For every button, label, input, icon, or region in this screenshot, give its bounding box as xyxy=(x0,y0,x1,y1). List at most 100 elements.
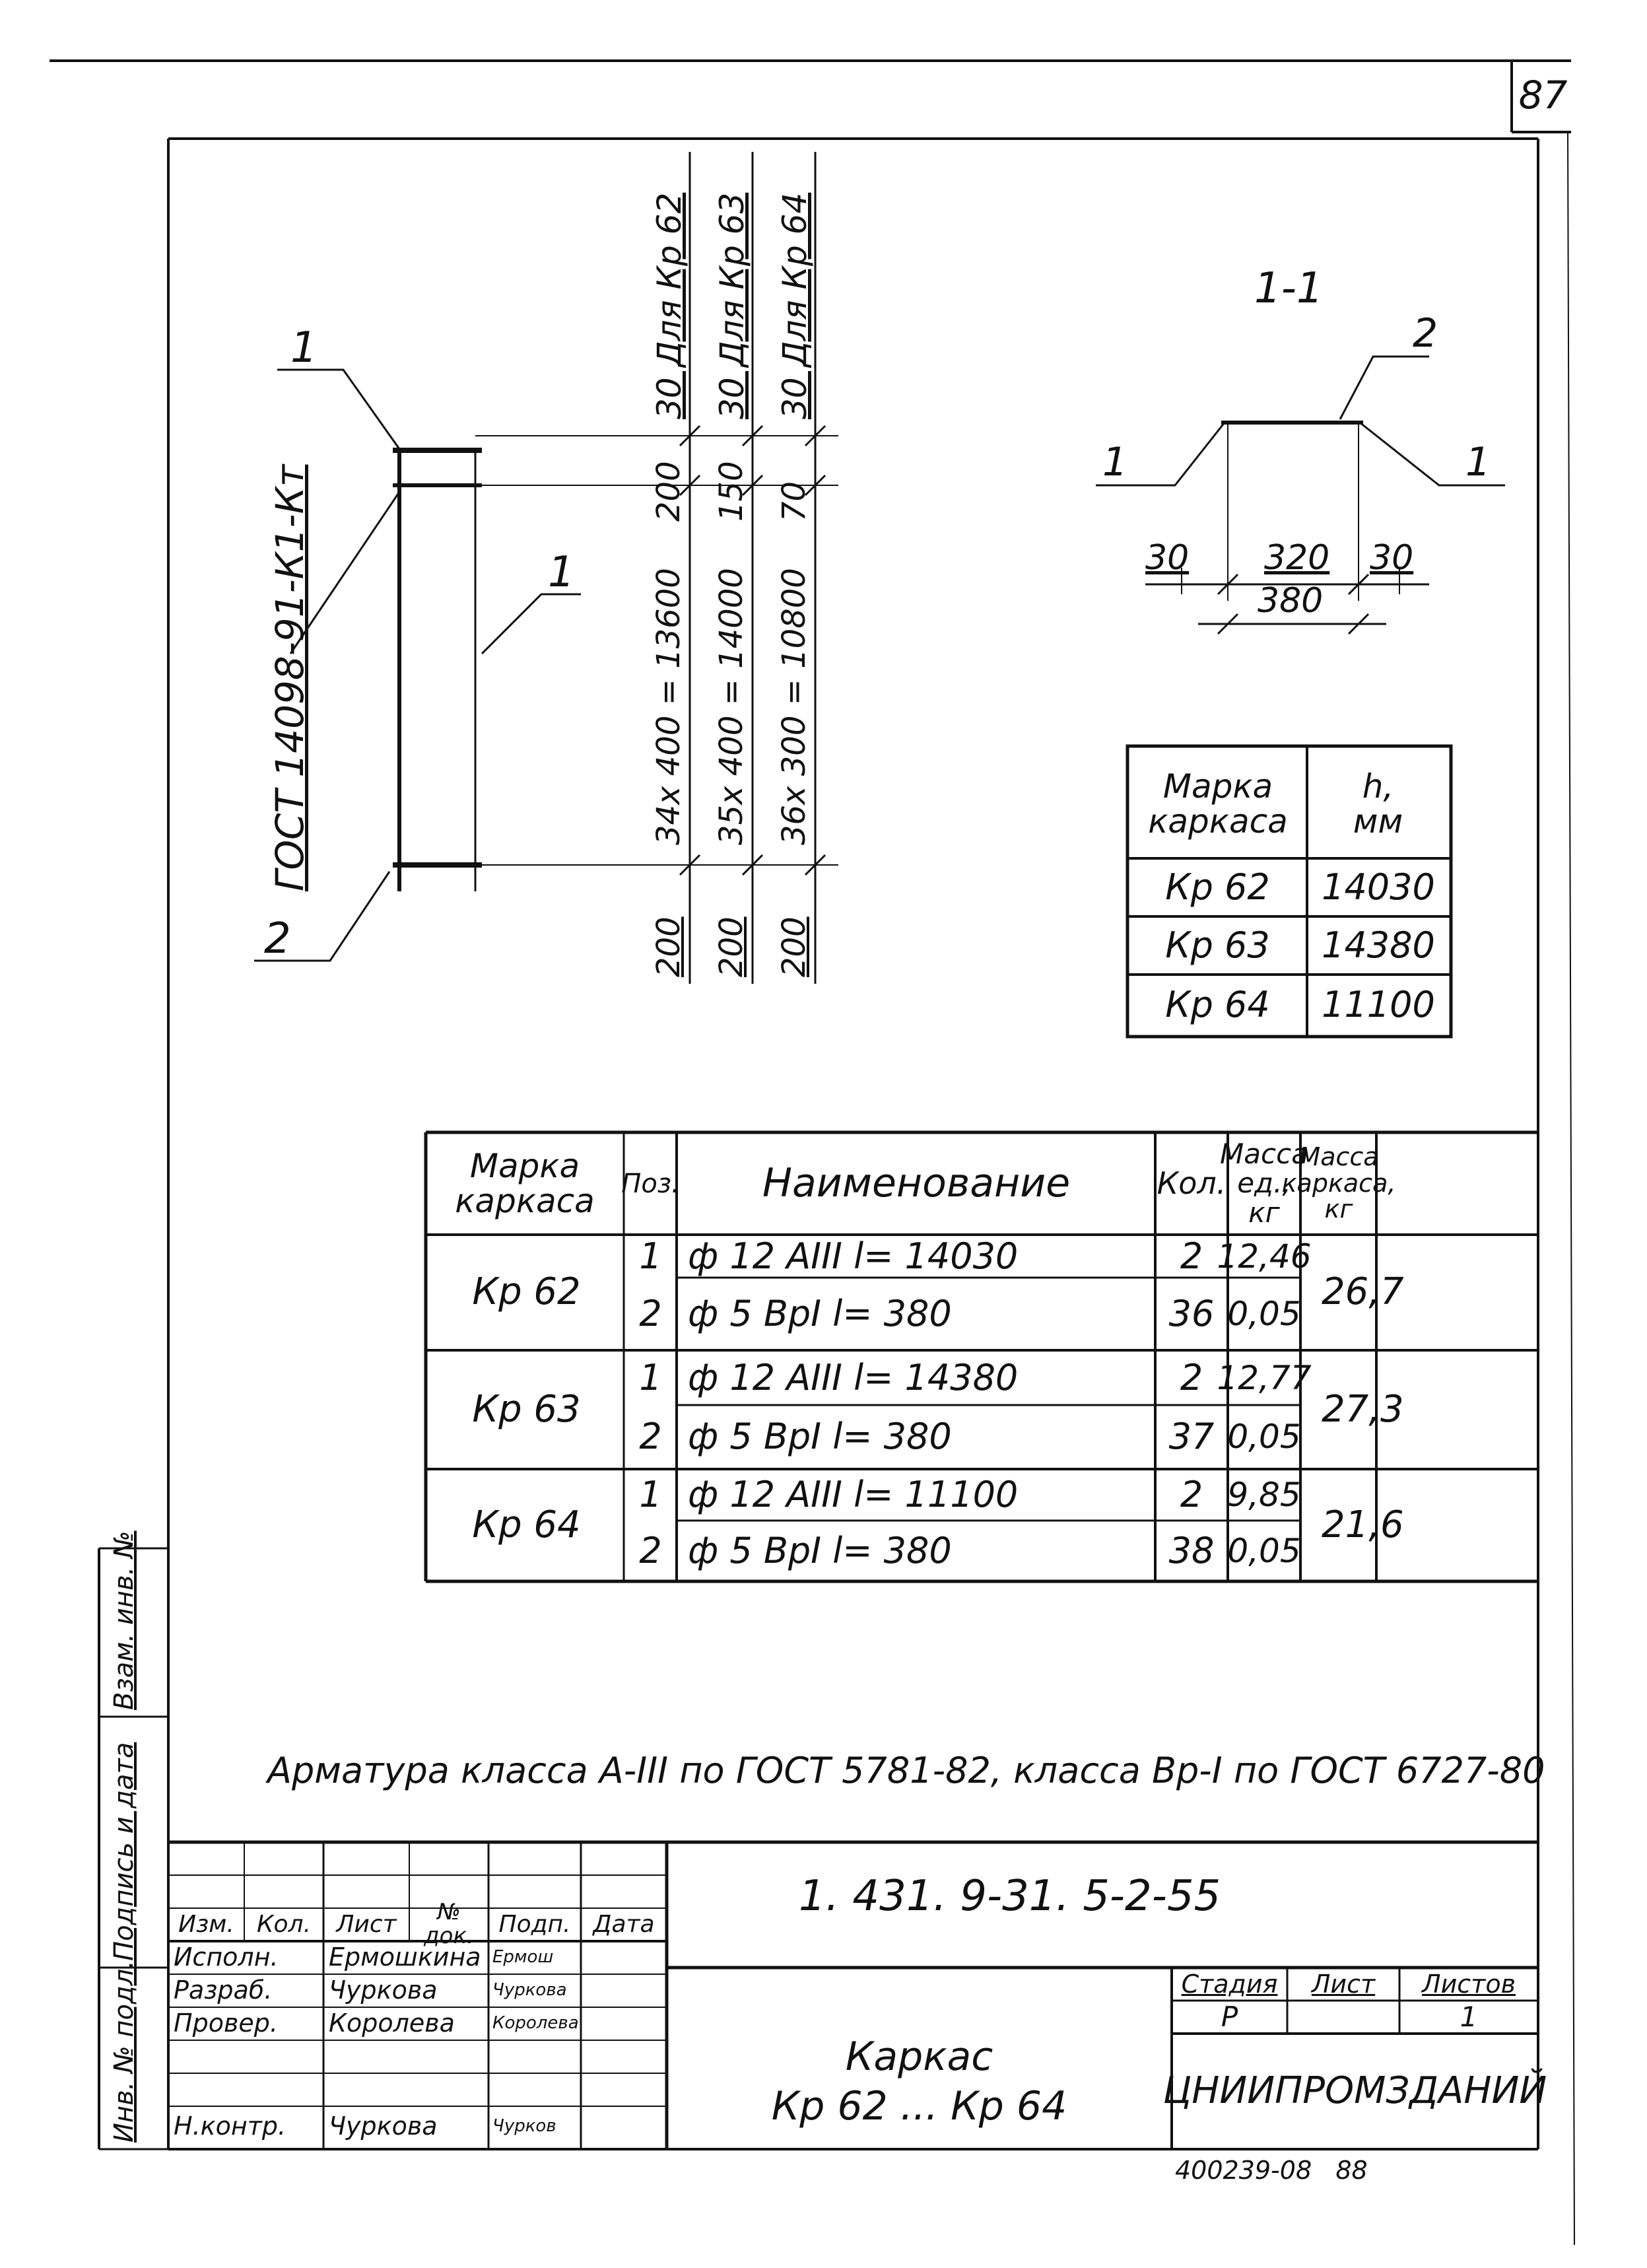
dim-top-kr63: 30 Для Кр 63 xyxy=(713,192,751,419)
spec-mark-kr62: Кр 62 xyxy=(472,1270,581,1313)
spec-header-mass-unit: Масса ед., кг xyxy=(1220,1138,1308,1229)
spec-pos: 2 xyxy=(639,1416,662,1458)
tb-header-col: Лист xyxy=(336,1911,397,1939)
dim-top-kr64: 30 Для Кр 64 xyxy=(776,192,814,419)
dim-bottom-kr62: 200 xyxy=(650,916,687,977)
spec-pos: 1 xyxy=(639,1235,662,1277)
section-dim-middle: 320 xyxy=(1264,538,1330,578)
spec-mass: 0,05 xyxy=(1227,1531,1301,1570)
spec-name: ф 12 АIII l= 14030 xyxy=(688,1235,1019,1277)
spec-qty: 36 xyxy=(1168,1292,1215,1334)
dim-space-kr63: 150 xyxy=(713,461,750,522)
section-dim-left: 30 xyxy=(1145,538,1190,578)
spec-total-kr62: 26,7 xyxy=(1322,1270,1404,1313)
spec-header-mass-total: Масса каркаса, кг xyxy=(1281,1142,1396,1224)
tb-header-col: № док. xyxy=(424,1899,474,1949)
dim-bottom-kr63: 200 xyxy=(713,916,750,977)
spec-mass: 12,46 xyxy=(1217,1237,1312,1276)
dim-mid-kr62: 34х 400 = 13600 xyxy=(650,568,687,845)
h-table-header-h: h, мм xyxy=(1353,767,1403,841)
tb-role: Исполн. xyxy=(174,1942,279,1972)
tb-sheets-value: 1 xyxy=(1460,2000,1478,2033)
side-stamp-replaced: Взам. инв. № xyxy=(109,1530,139,1710)
tb-person-name: Ермошкина xyxy=(329,1942,481,1972)
spec-pos: 2 xyxy=(639,1529,662,1571)
spec-name: ф 5 ВрI l= 380 xyxy=(688,1416,952,1458)
h-table-h-kr63: 14380 xyxy=(1322,924,1435,966)
h-table-header-mark: Марка каркаса xyxy=(1148,767,1288,841)
spec-name: ф 12 АIII l= 11100 xyxy=(688,1474,1019,1516)
spec-qty: 2 xyxy=(1180,1235,1203,1277)
section-dim-right: 30 xyxy=(1370,538,1414,578)
spec-qty: 38 xyxy=(1168,1529,1215,1571)
footer-inventory: 400239-08 88 xyxy=(1175,2156,1368,2185)
dim-space-kr64: 70 xyxy=(776,481,813,522)
tb-title-line2: Кр 62 ... Кр 64 xyxy=(771,2082,1067,2129)
tb-stage-value: Р xyxy=(1221,2000,1238,2033)
doc-code: 1. 431. 9-31. 5-2-55 xyxy=(799,1872,1221,1921)
tb-header-col: Дата xyxy=(593,1911,655,1939)
spec-mass: 0,05 xyxy=(1227,1418,1301,1457)
section-dim-total: 380 xyxy=(1258,581,1324,621)
tb-signature: Ермош xyxy=(492,1947,554,1968)
spec-header-pos: Поз. xyxy=(621,1168,680,1199)
spec-mark-kr63: Кр 63 xyxy=(472,1387,581,1431)
h-table-h-kr62: 14030 xyxy=(1322,866,1435,908)
tb-person-name: Чуркова xyxy=(329,1976,438,2005)
spec-header-name: Наименование xyxy=(762,1160,1071,1206)
dim-top-kr62: 30 Для Кр 62 xyxy=(650,192,689,419)
tb-signature: Королева xyxy=(492,2013,579,2034)
gost-label: ГОСТ 14098-91-К1-Кт xyxy=(267,464,312,891)
spec-name: ф 5 ВрI l= 380 xyxy=(688,1292,952,1334)
spec-header-qty: Кол. xyxy=(1157,1165,1227,1202)
section-leader-top: 2 xyxy=(1413,310,1438,357)
spec-name: ф 5 ВрI l= 380 xyxy=(688,1529,952,1571)
spec-pos: 1 xyxy=(639,1356,662,1398)
tb-role: Разраб. xyxy=(174,1976,273,2005)
tb-person-name: Чуркова xyxy=(329,2112,438,2141)
spec-mark-kr64: Кр 64 xyxy=(472,1503,581,1546)
spec-qty: 2 xyxy=(1180,1356,1203,1398)
spec-header-mark: Марка каркаса xyxy=(455,1147,595,1220)
tb-header-col: Подп. xyxy=(498,1911,571,1939)
tb-signature: Чуркова xyxy=(492,1980,567,2001)
spec-pos: 1 xyxy=(639,1474,662,1516)
tb-person-name: Королева xyxy=(329,2009,455,2038)
side-stamp-inv-no: Инв. № подл. xyxy=(109,1960,139,2143)
h-table-h-kr64: 11100 xyxy=(1322,983,1435,1025)
spec-name: ф 12 АIII l= 14380 xyxy=(688,1356,1019,1398)
dim-space-kr62: 200 xyxy=(650,461,687,522)
tb-organization: ЦНИИПРОМЗДАНИЙ xyxy=(1162,2069,1547,2112)
tb-stage-label: Стадия xyxy=(1181,1970,1278,1999)
h-table-mark-kr62: Кр 62 xyxy=(1165,866,1270,908)
dim-bottom-kr64: 200 xyxy=(776,916,813,977)
sheet-number: 87 xyxy=(1518,73,1568,118)
spec-total-kr64: 21,6 xyxy=(1322,1503,1404,1546)
h-table-mark-kr64: Кр 64 xyxy=(1165,983,1270,1025)
leader-label-mid: 1 xyxy=(548,548,575,597)
dim-mid-kr64: 36х 300 = 10800 xyxy=(776,568,813,845)
tb-header-col: Кол. xyxy=(256,1911,312,1939)
section-label: 1-1 xyxy=(1254,264,1324,313)
side-stamp-signature-date: Подпись и дата xyxy=(109,1742,139,1961)
tb-title-line1: Каркас xyxy=(845,2033,993,2080)
tb-signature: Чурков xyxy=(492,2116,556,2137)
spec-mass: 0,05 xyxy=(1227,1294,1301,1333)
tb-sheet-label: Лист xyxy=(1311,1970,1376,1999)
section-leader-right: 1 xyxy=(1465,439,1491,485)
h-table-mark-kr63: Кр 63 xyxy=(1165,924,1270,966)
spec-mass: 9,85 xyxy=(1227,1476,1301,1515)
spec-total-kr63: 27,3 xyxy=(1322,1387,1404,1431)
dim-mid-kr63: 35х 400 = 14000 xyxy=(713,568,750,845)
tb-sheets-label: Листов xyxy=(1422,1970,1516,1999)
tb-role: Провер. xyxy=(174,2009,278,2038)
leader-label-top-left: 1 xyxy=(290,324,318,372)
spec-pos: 2 xyxy=(639,1292,662,1334)
tb-role: Н.контр. xyxy=(174,2112,286,2141)
tb-header-col: Изм. xyxy=(178,1911,234,1939)
leader-label-bottom-left: 2 xyxy=(264,914,291,963)
spec-qty: 2 xyxy=(1180,1474,1203,1516)
spec-qty: 37 xyxy=(1168,1416,1215,1458)
spec-mass: 12,77 xyxy=(1217,1358,1312,1397)
